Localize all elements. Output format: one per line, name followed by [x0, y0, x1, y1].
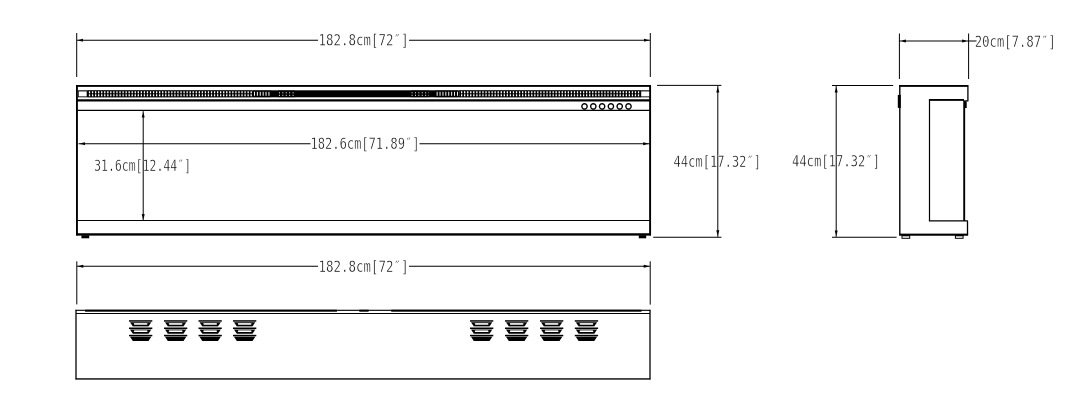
dim-label-front-opening-height: 31.6cm[12.44″] — [94, 156, 191, 175]
dim-front-overall-width: 182.8cm[72″] — [76, 31, 651, 77]
side-view-outline — [899, 84, 969, 236]
control-buttons — [581, 103, 632, 110]
dim-front-inner-width: 182.6cm[71.89″] — [78, 134, 650, 153]
side-glass-latch — [964, 101, 967, 108]
dim-side-overall-height: 44cm[17.32″] — [792, 85, 897, 238]
dim-label-front-overall-height: 44cm[17.32″] — [674, 152, 762, 171]
front-panel-lines — [76, 99, 651, 222]
dim-side-depth: 20cm[7.87″] — [898, 32, 1056, 79]
dim-label-front-overall-width: 182.8cm[72″] — [319, 31, 409, 50]
bottom-vent-louvers-right — [470, 320, 599, 341]
grille-end-cap-right — [641, 91, 650, 97]
grille-end-cap-left — [78, 91, 87, 97]
bottom-view-outline — [75, 309, 651, 380]
dim-front-overall-height: 44cm[17.32″] — [653, 84, 762, 238]
dim-bottom-overall-width: 182.8cm[72″] — [76, 257, 651, 305]
bottom-back-edge — [85, 309, 642, 312]
front-view — [76, 84, 652, 239]
side-feet — [901, 235, 964, 239]
dim-label-side-depth: 20cm[7.87″] — [975, 32, 1056, 51]
side-view — [897, 84, 969, 239]
front-feet — [81, 235, 647, 239]
bottom-view — [75, 309, 651, 380]
dim-label-bottom-overall-width: 182.8cm[72″] — [319, 257, 409, 276]
dim-front-opening-height: 31.6cm[12.44″] — [94, 111, 191, 221]
side-mount-bracket — [897, 94, 901, 108]
bottom-vent-louvers-left — [129, 320, 257, 341]
dim-label-side-overall-height: 44cm[17.32″] — [792, 152, 880, 171]
dim-label-front-inner-width: 182.6cm[71.89″] — [311, 134, 420, 153]
front-heater-grille — [78, 90, 650, 98]
